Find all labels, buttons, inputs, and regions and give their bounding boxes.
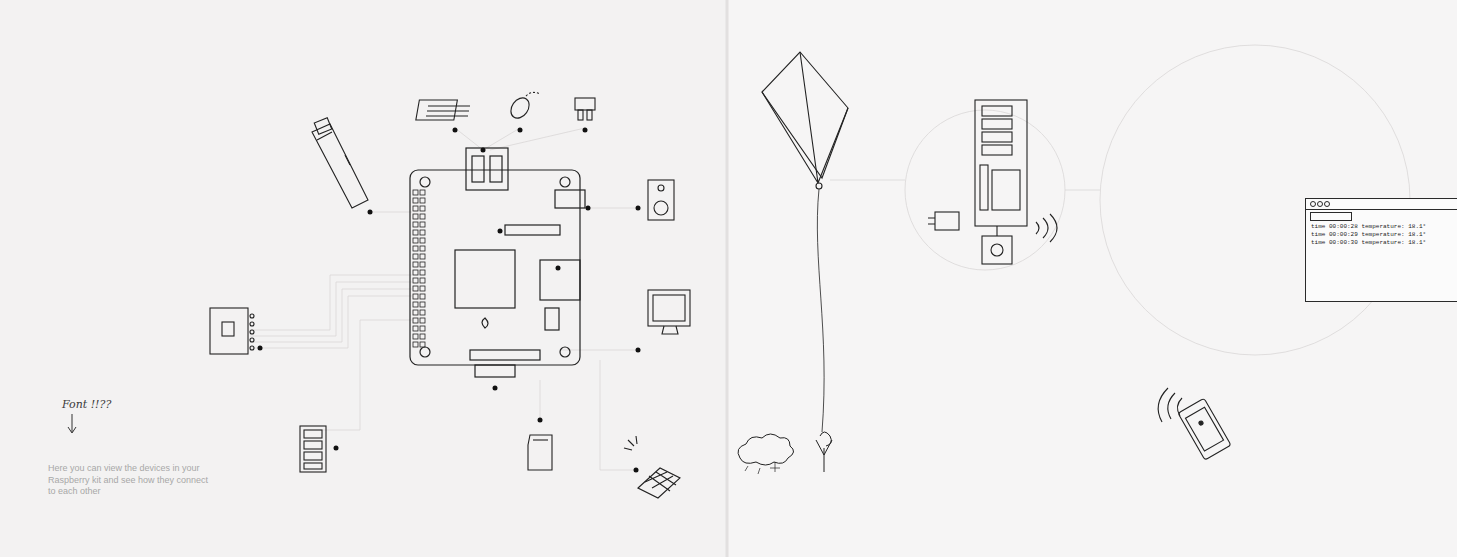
mouse-icon <box>507 92 540 121</box>
gpio-pin <box>413 294 418 299</box>
speaker-icon <box>648 180 674 220</box>
gpio-pin <box>413 222 418 227</box>
gpio-pin <box>420 294 425 299</box>
tree-and-clouds <box>738 432 832 474</box>
gpio-pin <box>420 302 425 307</box>
note-arrow <box>68 414 76 433</box>
gpio-pin <box>420 326 425 331</box>
gpio-pin <box>420 230 425 235</box>
address-bar <box>1310 212 1352 221</box>
console-line: time 00:00:28 temperature: 18.1° <box>1306 223 1457 231</box>
battery-pack-icon <box>300 426 326 472</box>
sensor-board-icon <box>210 308 254 354</box>
gpio-pin <box>420 310 425 315</box>
monitor-icon <box>648 290 690 334</box>
title-bar <box>1306 199 1457 210</box>
gpio-pin <box>420 342 425 347</box>
solar-panel-icon <box>624 436 680 498</box>
console-line: time 00:00:30 temperature: 18.1° <box>1306 239 1457 247</box>
terminal-window: time 00:00:28 temperature: 18.1°time 00:… <box>1305 198 1457 302</box>
gpio-pin <box>420 270 425 275</box>
gpio-pin <box>413 302 418 307</box>
console-line: time 00:00:29 temperature: 18.1° <box>1306 231 1457 239</box>
gpio-pin <box>413 278 418 283</box>
gpio-pin <box>413 262 418 267</box>
gpio-pins <box>413 190 425 347</box>
gpio-pin <box>420 222 425 227</box>
connection-dots <box>258 128 641 473</box>
gpio-pin <box>420 286 425 291</box>
phone-drawing <box>1158 388 1231 460</box>
keyboard-icon <box>416 100 470 120</box>
kite-drawing <box>762 52 848 432</box>
gpio-pin <box>413 342 418 347</box>
gpio-pin <box>413 214 418 219</box>
gpio-pin <box>420 238 425 243</box>
gpio-pin <box>413 206 418 211</box>
leader-wires <box>250 45 1410 470</box>
handwritten-note: Font !!?? <box>62 398 152 412</box>
gpio-pin <box>413 334 418 339</box>
window-button <box>1324 201 1330 207</box>
raspberry-pi-board <box>410 148 585 377</box>
gpio-pin <box>420 318 425 323</box>
gpio-pin <box>420 262 425 267</box>
gpio-pin <box>413 310 418 315</box>
gpio-pin <box>413 198 418 203</box>
gpio-pin <box>420 246 425 251</box>
gpio-pin <box>413 254 418 259</box>
intro-text: Here you can view the devices in your Ra… <box>48 463 210 498</box>
gpio-pin <box>413 270 418 275</box>
sd-card-icon <box>528 435 552 470</box>
gpio-pin <box>420 198 425 203</box>
gpio-pin <box>413 190 418 195</box>
gpio-pin <box>413 326 418 331</box>
gpio-pin <box>413 286 418 291</box>
window-button <box>1317 201 1323 207</box>
window-button <box>1310 201 1316 207</box>
gpio-pin <box>420 214 425 219</box>
gpio-pin <box>420 190 425 195</box>
gpio-pin <box>420 334 425 339</box>
gpio-pin <box>413 238 418 243</box>
ribbon-cable-icon <box>312 118 368 208</box>
sensor-device-drawing <box>928 100 1057 264</box>
wifi-dongle-icon <box>575 98 595 120</box>
gpio-pin <box>420 278 425 283</box>
gpio-pin <box>413 318 418 323</box>
gpio-pin <box>420 254 425 259</box>
gpio-pin <box>413 246 418 251</box>
gpio-pin <box>420 206 425 211</box>
gpio-pin <box>413 230 418 235</box>
